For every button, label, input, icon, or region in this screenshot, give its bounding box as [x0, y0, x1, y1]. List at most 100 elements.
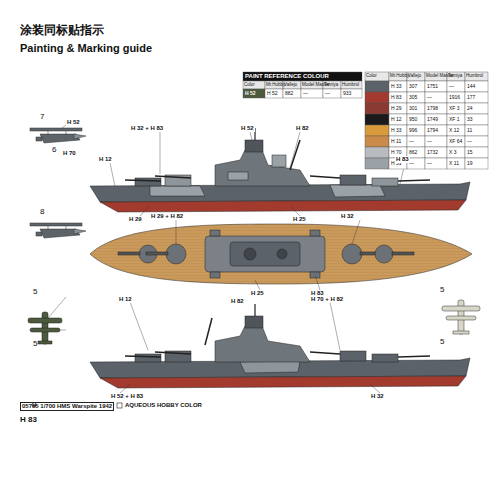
table-cell-text: 15	[467, 150, 473, 156]
table-cell	[465, 136, 488, 147]
table-cell	[407, 92, 425, 103]
paint-callout: H 29	[128, 216, 143, 223]
table-cell	[283, 81, 301, 89]
paint-callout: H 70 + H 82	[310, 296, 344, 303]
table-cell-text: 996	[409, 128, 417, 134]
table-cell	[301, 89, 323, 98]
table-cell	[407, 147, 425, 158]
table-cell	[365, 81, 389, 92]
table-cell-text: 11	[467, 128, 472, 134]
table-cell-text: XF 1	[449, 117, 460, 123]
table-cell	[389, 81, 407, 92]
paint-callout: H 82	[230, 298, 245, 305]
legend-box	[117, 403, 122, 408]
callout-number: 7	[40, 113, 44, 122]
paint-callout: H 25	[250, 290, 265, 297]
table-cell-text: XF 3	[449, 106, 460, 112]
table-cell-text: 1751	[427, 84, 438, 90]
table-cell	[365, 92, 389, 103]
table-cell	[365, 114, 389, 125]
paint-callout: H 32	[340, 213, 355, 220]
table-cell	[365, 72, 389, 81]
table-cell-text: XF 64	[449, 139, 462, 145]
table-cell	[389, 92, 407, 103]
table-cell	[365, 136, 389, 147]
guide-title: 涂装同标贴指示	[20, 24, 104, 37]
table-header: Mr.Hobby	[266, 83, 285, 88]
table-cell	[425, 147, 447, 158]
table-cell	[447, 81, 465, 92]
table-cell	[447, 147, 465, 158]
callout-number: 5	[33, 288, 37, 297]
table-header: Humbrol	[466, 74, 483, 79]
paint-callout: H 52 + H 83	[110, 393, 144, 400]
table-cell-text: 305	[409, 95, 417, 101]
table-cell	[407, 158, 425, 169]
table-cell-text: H 70	[391, 150, 402, 156]
table-cell-text: H 52	[267, 91, 278, 97]
callout-number: 5	[440, 286, 444, 295]
table-cell	[323, 81, 341, 89]
table-header: Color	[366, 74, 377, 79]
table-cell	[425, 158, 447, 169]
callout-number: 5	[440, 338, 444, 347]
table-header: Mr.Hobby	[390, 74, 409, 79]
paint-callout: H 52	[240, 125, 255, 132]
table-header: Tamiya	[448, 74, 462, 79]
table-cell-text: —	[467, 139, 472, 145]
table-cell	[341, 89, 362, 98]
table-cell	[389, 136, 407, 147]
table-cell	[425, 103, 447, 114]
paint-callout: H 32	[370, 393, 385, 400]
table-cell-text: 307	[409, 84, 417, 90]
table-cell	[389, 114, 407, 125]
table-cell-text: H 83	[391, 95, 402, 101]
table-cell	[425, 81, 447, 92]
table-cell	[243, 72, 362, 81]
table-cell	[465, 125, 488, 136]
table-cell-text: —	[449, 84, 454, 90]
table-cell-text: H 33	[391, 128, 402, 134]
callout-number: 8	[40, 208, 44, 217]
table-cell	[465, 147, 488, 158]
callout-number: 6	[52, 146, 56, 155]
table-cell-text: H 29	[391, 106, 402, 112]
paint-callout: H 82	[295, 125, 310, 132]
table-header: Humbrol	[342, 83, 359, 88]
table-cell	[243, 81, 265, 89]
table-cell	[425, 125, 447, 136]
table-cell-text: —	[427, 95, 432, 101]
table-cell-text: 933	[343, 91, 351, 97]
table-header: Color	[244, 83, 255, 88]
table-cell	[283, 89, 301, 98]
table-cell	[447, 114, 465, 125]
paint-callout: H 83	[395, 156, 410, 163]
table-header: Vallejo	[284, 83, 297, 88]
table-cell-text: —	[325, 91, 330, 97]
table-cell	[465, 103, 488, 114]
table-cell-text: 1794	[427, 128, 438, 134]
table-cell-text: —	[409, 161, 414, 167]
paint-callout: H 52	[66, 119, 81, 126]
table-cell	[243, 89, 265, 98]
table-cell	[407, 136, 425, 147]
table-cell	[465, 92, 488, 103]
legend-text: AQUEOUS HOBBY COLOR	[125, 402, 202, 409]
table-cell	[407, 72, 425, 81]
table-cell	[365, 158, 389, 169]
table-cell	[425, 114, 447, 125]
table-cell-text: 862	[409, 150, 417, 156]
table-cell-text: —	[427, 161, 432, 167]
table-cell	[447, 72, 465, 81]
legend-text: H	[32, 402, 36, 409]
table-cell	[425, 92, 447, 103]
table-cell	[447, 158, 465, 169]
table-cell	[447, 125, 465, 136]
table-cell	[447, 103, 465, 114]
table-cell	[341, 81, 362, 89]
table-cell-text: 1749	[427, 117, 438, 123]
table-cell-text: 24	[467, 106, 473, 112]
table-cell	[389, 103, 407, 114]
kit-number: H 83	[20, 416, 37, 425]
table-cell	[425, 136, 447, 147]
